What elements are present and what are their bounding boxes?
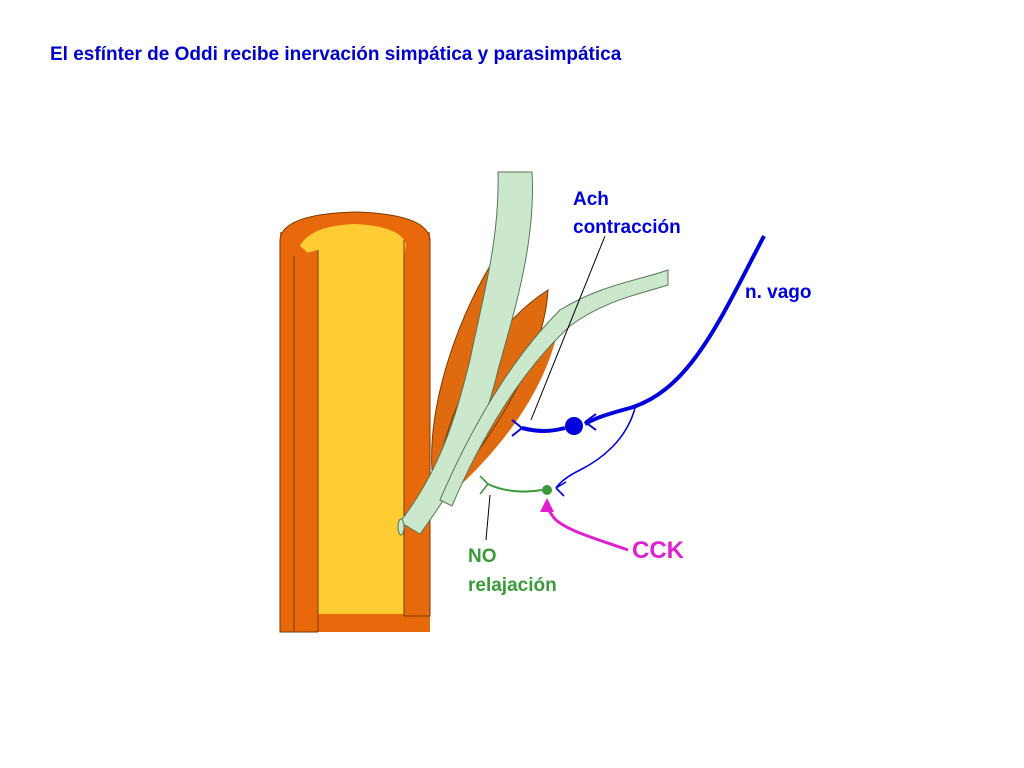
vagus-pathway (511, 235, 766, 497)
bile-duct (279, 211, 431, 633)
cck-arrow-shaft (545, 505, 629, 552)
duct-opening (300, 224, 406, 262)
vagus-synapse-terminal (584, 413, 597, 431)
ach-neuron-axon (521, 426, 566, 433)
relajacion-label: relajación (468, 575, 557, 596)
no-neuron-pathway (479, 475, 552, 495)
no-label: NO (468, 546, 497, 567)
ach-neuron-body (565, 417, 583, 435)
cck-arrow-head (540, 498, 554, 512)
ach-label: Ach (573, 189, 609, 210)
slide-title: El esfínter de Oddi recibe inervación si… (50, 44, 622, 65)
duct-lumen (318, 250, 404, 614)
ach-leader-line (530, 235, 606, 421)
nerve-fiber-branch (440, 270, 668, 506)
vagus-label: n. vago (745, 282, 812, 303)
no-leader-line (485, 494, 491, 541)
contraccion-label: contracción (573, 217, 681, 238)
ach-nerve-ending (511, 419, 523, 437)
vagus-nerve-trunk (583, 235, 766, 426)
no-neuron-body (542, 485, 552, 495)
cck-label: CCK (632, 537, 685, 564)
duct-left-face (294, 250, 318, 632)
cck-arrow (540, 498, 629, 552)
vagus-no-synapse-terminal (555, 481, 567, 497)
vagus-branch-to-no-neuron (555, 403, 637, 489)
nerve-fiber-vertical (400, 172, 533, 534)
no-neuron-axon (487, 483, 543, 493)
duct-right-wall (404, 238, 430, 616)
no-nerve-ending (479, 475, 489, 495)
nerve-fibers (397, 171, 669, 536)
nerve-fiber-cut-end (397, 518, 405, 536)
